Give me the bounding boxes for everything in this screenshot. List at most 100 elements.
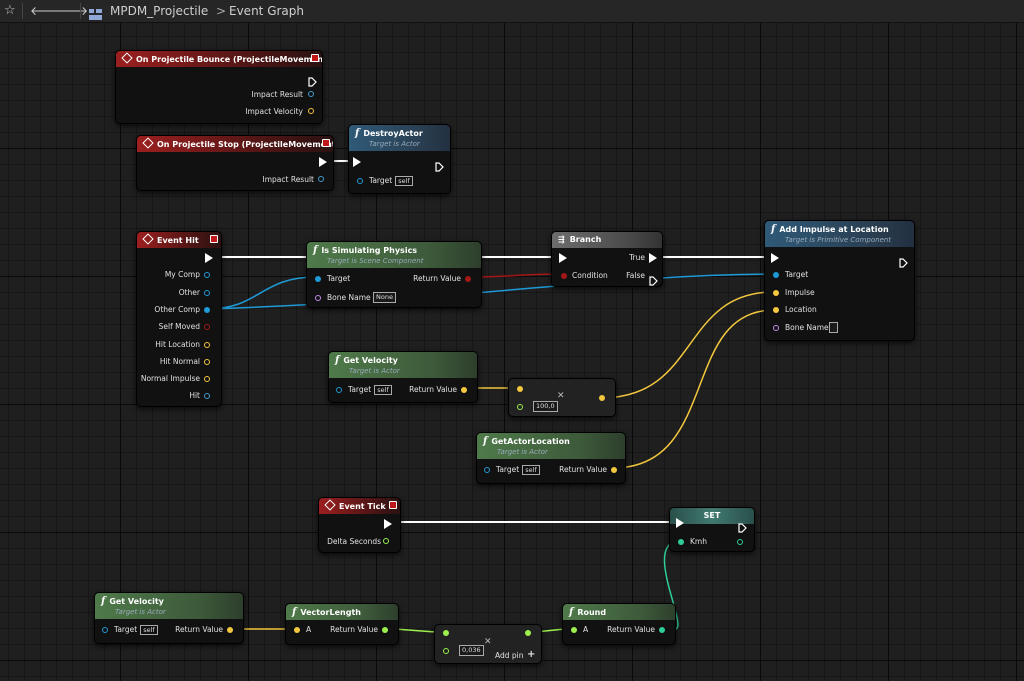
exec-false-pin[interactable] bbox=[649, 271, 658, 286]
node-title: SET bbox=[703, 511, 721, 520]
float-pin[interactable] bbox=[517, 404, 523, 410]
close-box-icon bbox=[311, 54, 319, 62]
multiplier-field[interactable]: 0,036 bbox=[459, 645, 484, 656]
float-pin-connected[interactable] bbox=[571, 627, 577, 633]
node-on-projectile-bounce[interactable]: On Projectile Bounce (ProjectileMovement… bbox=[115, 50, 323, 124]
exec-in-pin[interactable] bbox=[771, 253, 779, 263]
vector-pin-connected[interactable] bbox=[773, 290, 779, 296]
self-field[interactable]: self bbox=[522, 465, 540, 475]
favorite-star-icon[interactable]: ☆ bbox=[4, 3, 16, 18]
struct-pin[interactable] bbox=[308, 91, 314, 97]
function-icon: f bbox=[313, 245, 318, 256]
exec-out-pin[interactable] bbox=[435, 157, 444, 172]
pin-label: Return Value bbox=[330, 625, 378, 634]
multiplier-field[interactable]: 100,0 bbox=[533, 401, 558, 412]
bool-pin[interactable] bbox=[204, 324, 210, 330]
exec-in-pin[interactable] bbox=[559, 253, 567, 263]
struct-pin[interactable] bbox=[318, 176, 324, 182]
pin-label: Impact Result bbox=[262, 175, 315, 184]
object-pin[interactable] bbox=[484, 467, 490, 473]
node-multiply[interactable]: 100,0 ✕ bbox=[508, 378, 616, 417]
object-pin-connected[interactable] bbox=[315, 276, 321, 282]
forward-arrow-icon[interactable]: 🡒 bbox=[56, 4, 89, 18]
bone-name-field[interactable] bbox=[829, 322, 838, 333]
pin-label: Target bbox=[327, 274, 351, 283]
float-pin-connected[interactable] bbox=[382, 627, 388, 633]
node-title: On Projectile Stop (ProjectileMovement) bbox=[157, 140, 333, 149]
exec-in-pin[interactable] bbox=[676, 518, 684, 528]
vector-pin-connected[interactable] bbox=[294, 627, 300, 633]
object-pin[interactable] bbox=[357, 178, 363, 184]
breadcrumb-blueprint[interactable]: MPDM_Projectile bbox=[110, 4, 209, 18]
exec-out-pin[interactable] bbox=[205, 253, 213, 263]
object-pin-connected[interactable] bbox=[773, 272, 779, 278]
float-pin[interactable] bbox=[443, 648, 449, 654]
add-pin-label[interactable]: Add pin bbox=[495, 651, 524, 660]
exec-out-pin[interactable] bbox=[899, 253, 908, 268]
float-pin-connected[interactable] bbox=[443, 630, 449, 636]
vector-pin[interactable] bbox=[308, 108, 314, 114]
object-pin-connected[interactable] bbox=[204, 307, 210, 313]
node-title: Add Impulse at Location bbox=[779, 225, 889, 234]
name-pin[interactable] bbox=[315, 295, 321, 301]
exec-out-pin[interactable] bbox=[319, 157, 327, 167]
vector-pin-connected[interactable] bbox=[611, 467, 617, 473]
exec-in-pin[interactable] bbox=[353, 157, 361, 167]
pin-label: Target bbox=[114, 625, 138, 634]
float-pin[interactable] bbox=[383, 538, 389, 544]
object-pin[interactable] bbox=[204, 290, 210, 296]
node-header: Event Hit bbox=[137, 232, 221, 248]
vector-pin-connected[interactable] bbox=[773, 307, 779, 313]
pin-label: Bone Name bbox=[327, 293, 371, 302]
exec-true-pin[interactable] bbox=[649, 253, 657, 263]
self-field[interactable]: self bbox=[374, 385, 392, 395]
bool-pin-connected[interactable] bbox=[561, 273, 567, 279]
object-pin[interactable] bbox=[204, 272, 210, 278]
exec-out-pin[interactable] bbox=[738, 518, 747, 533]
object-pin[interactable] bbox=[336, 387, 342, 393]
node-set-kmh[interactable]: SET Kmh bbox=[669, 507, 755, 552]
bone-name-field[interactable]: None bbox=[373, 292, 396, 303]
vector-pin-connected[interactable] bbox=[227, 627, 233, 633]
exec-out-pin[interactable] bbox=[384, 519, 392, 529]
struct-pin[interactable] bbox=[204, 393, 210, 399]
back-arrow-icon[interactable]: 🡐 bbox=[30, 4, 63, 18]
kmh-pin-connected[interactable] bbox=[678, 539, 684, 545]
object-pin[interactable] bbox=[102, 627, 108, 633]
node-on-projectile-stop[interactable]: On Projectile Stop (ProjectileMovement) … bbox=[136, 135, 334, 191]
node-event-tick[interactable]: Event Tick Delta Seconds bbox=[318, 497, 401, 553]
exec-out-pin[interactable] bbox=[308, 72, 317, 87]
vector-pin[interactable] bbox=[204, 359, 210, 365]
self-field[interactable]: self bbox=[395, 176, 413, 186]
vector-pin-connected[interactable] bbox=[517, 386, 523, 392]
bool-pin-connected[interactable] bbox=[465, 276, 471, 282]
self-field[interactable]: self bbox=[140, 625, 158, 635]
vector-pin-connected[interactable] bbox=[461, 387, 467, 393]
node-multiply-float[interactable]: 0,036 ✕ Add pin + bbox=[434, 624, 542, 664]
vector-pin-connected[interactable] bbox=[599, 395, 605, 401]
node-branch[interactable]: ⇶Branch True Condition False bbox=[551, 231, 663, 287]
name-pin[interactable] bbox=[773, 325, 779, 331]
node-event-hit[interactable]: Event Hit My Comp Other Other Comp Self … bbox=[136, 231, 222, 407]
float-pin-connected[interactable] bbox=[525, 630, 531, 636]
kmh-out-pin[interactable] bbox=[737, 539, 743, 545]
int-pin-connected[interactable] bbox=[659, 627, 665, 633]
breadcrumb-graph[interactable]: Event Graph bbox=[229, 4, 304, 18]
vector-pin[interactable] bbox=[204, 376, 210, 382]
add-pin-icon[interactable]: + bbox=[527, 649, 536, 660]
multiply-icon: ✕ bbox=[484, 637, 492, 647]
vector-pin[interactable] bbox=[204, 342, 210, 348]
